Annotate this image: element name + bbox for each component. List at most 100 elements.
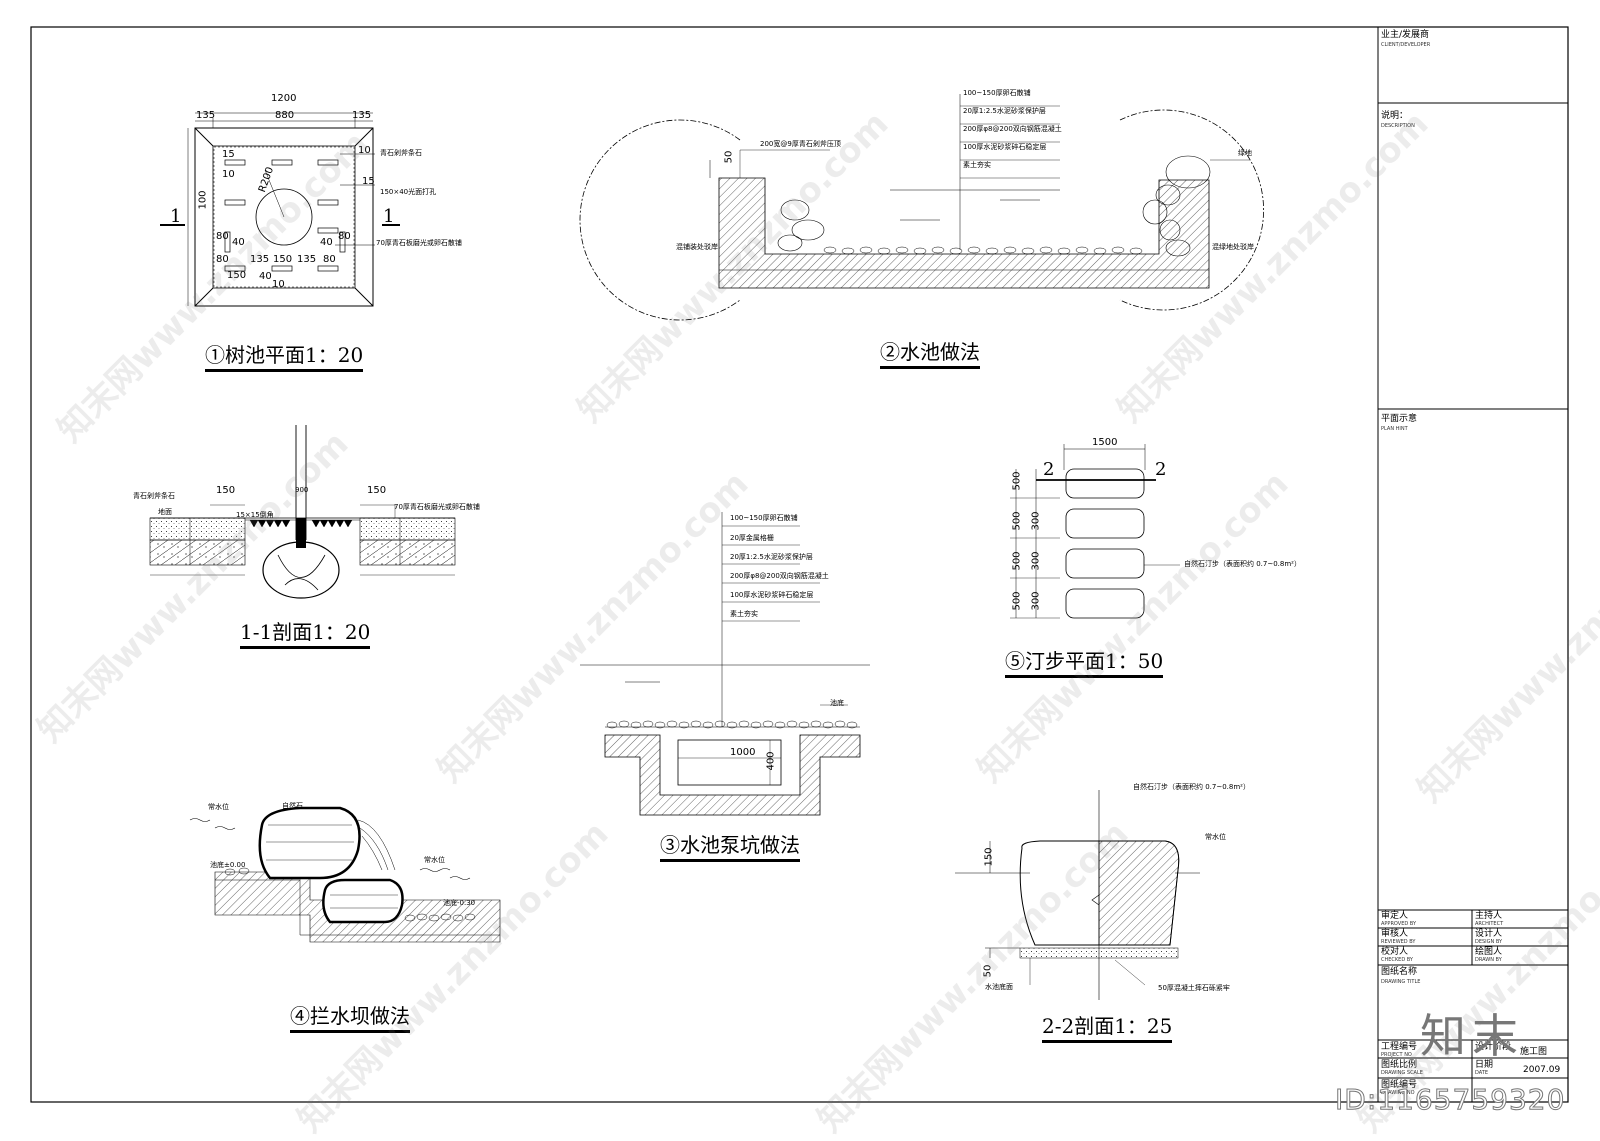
tree-dim-bottom-1: 135 (250, 254, 270, 265)
tb-project-no: 工程编号 (1381, 1042, 1418, 1052)
tree-dim-bottom-4: 80 (323, 254, 336, 265)
tree-dim-right: 135 (352, 110, 372, 121)
tb-scale: 图纸比例 (1381, 1060, 1418, 1070)
tree-dim-150: 150 (227, 270, 247, 281)
step-d300-0: 300 (1030, 511, 1042, 531)
step-d500-0: 500 (1011, 471, 1023, 491)
tree-dim-mid: 880 (275, 110, 295, 121)
tree-dim-bottom-3: 135 (297, 254, 317, 265)
tb-date-val: 2007.09 (1523, 1065, 1561, 1075)
s11-note-3: 70厚青石板磨光或卵石散铺 (394, 503, 480, 511)
title-pool-method: ②水池做法 (880, 342, 980, 369)
dam-bottom-0: 池底±0.00 (210, 861, 246, 869)
s11-dim-3: 150 (367, 485, 387, 496)
step-d500-2: 500 (1011, 551, 1023, 571)
s22-bottom-right: 50厚混凝土摔石砾紧牢 (1158, 984, 1230, 992)
tb-desc: 说明： (1381, 111, 1409, 121)
pump-layer-2: 20厚1:2.5水泥砂浆保护层 (730, 553, 813, 561)
tree-dim-10c: 10 (272, 279, 285, 290)
tree-dim-80b: 80 (338, 231, 351, 242)
pump-layer-0: 100~150厚卵石散铺 (730, 514, 798, 522)
tree-dim-10b: 10 (222, 169, 235, 180)
pool-right-note: 混绿地处驳岸 (1212, 243, 1254, 251)
tb-plan: 平面示意 (1381, 414, 1418, 424)
tb-date: 日期 (1475, 1060, 1494, 1070)
title-stepping-plan: ⑤汀步平面1：50 (1005, 651, 1164, 678)
tb-host-en: ARCHITECT (1475, 921, 1504, 927)
step-width: 1500 (1092, 437, 1118, 448)
pool-grass: 绿地 (1238, 149, 1252, 157)
pump-height: 400 (765, 751, 777, 771)
tree-note-3: 70厚青石板磨光或卵石散铺 (376, 239, 462, 247)
tb-approved: 审定人 (1381, 911, 1409, 921)
tb-proof: 校对人 (1381, 947, 1409, 957)
pool-layer-1: 20厚1:2.5水泥砂浆保护层 (963, 107, 1046, 115)
stepping-plan (1010, 444, 1180, 619)
tree-dim-bottom-0: 80 (216, 254, 229, 265)
tree-note-2: 150×40光面打孔 (380, 188, 437, 196)
pump-width: 1000 (730, 747, 756, 758)
watermark-id: ID:1165759320 (1334, 1083, 1566, 1117)
tb-checked: 审核人 (1381, 929, 1409, 939)
tb-checked-en: REVIEWED BY (1381, 939, 1416, 945)
dam-water-level-right: 常水位 (424, 856, 445, 864)
s11-dim-4: 900 (295, 486, 309, 494)
tb-drawing-no: 图纸编号 (1381, 1080, 1418, 1090)
pool-note-top: 200宽@9厚青石剁斧压顶 (760, 140, 841, 148)
s11-dim-1: 150 (216, 485, 236, 496)
tb-plan-en: PLAN HINT (1381, 426, 1408, 432)
tb-owner: 业主/发展商 (1381, 30, 1430, 40)
section-2-2 (955, 790, 1200, 1000)
pump-layer-4: 100厚水泥砂浆碎石稳定层 (730, 591, 814, 599)
tree-note-1: 青石剁斧条石 (380, 149, 422, 157)
dam-bottom-030: 池底-0.30 (443, 899, 476, 907)
tree-dim-40b: 40 (320, 237, 333, 248)
tree-dim-left: 135 (196, 110, 216, 121)
step-d300-1: 300 (1030, 551, 1042, 571)
s22-bottom-left: 水池底面 (985, 983, 1013, 991)
section-mark-right: 1 (383, 206, 395, 227)
tb-name-en: DRAWING TITLE (1381, 979, 1421, 985)
pool-section (579, 94, 1264, 321)
pool-dim-50: 50 (723, 150, 735, 164)
tb-designer-en: DESIGN BY (1475, 939, 1503, 945)
tree-dim-40a: 40 (232, 237, 245, 248)
tb-owner-en: CLIENT/DEVELOPER (1381, 42, 1431, 48)
tree-dim-15a: 15 (222, 149, 235, 160)
tree-dim-40c: 40 (259, 271, 272, 282)
pump-pit-section (580, 512, 870, 816)
tb-stage: 设计阶段 (1475, 1042, 1512, 1052)
tree-dim-bottom-2: 150 (273, 254, 293, 265)
watermark-logo: 知末 (1420, 1009, 1524, 1063)
pump-layer-1: 20厚金属格栅 (730, 534, 774, 542)
pump-layer-5: 素土夯实 (730, 610, 758, 618)
tb-project-no-en: PROJECT NO (1381, 1052, 1412, 1058)
step-d500-1: 500 (1011, 511, 1023, 531)
title-block-frame (1377, 26, 1569, 1103)
tb-host: 主持人 (1475, 911, 1503, 921)
tb-date-en: DATE (1475, 1070, 1489, 1076)
section-1-1 (149, 425, 456, 599)
tb-drawing-no-en: DRAWING NO (1381, 1090, 1415, 1096)
pool-layer-2: 200厚φ8@200双向钢筋混凝土 (963, 125, 1062, 133)
step-mark-left: 2 (1043, 459, 1055, 480)
step-d300-2: 300 (1030, 591, 1042, 611)
pool-layer-4: 素土夯实 (963, 161, 991, 169)
title-tree-pit-plan: ①树池平面1：20 (205, 345, 364, 372)
pump-layer-3: 200厚φ8@200双向钢筋混凝土 (730, 572, 829, 580)
pump-edge: 池底 (830, 699, 844, 707)
title-section-2-2: 2-2剖面1：25 (1042, 1016, 1173, 1043)
tree-dim-total: 1200 (271, 93, 297, 104)
title-section-1-1: 1-1剖面1：20 (240, 622, 371, 649)
pool-layer-3: 100厚水泥砂浆碎石稳定层 (963, 143, 1047, 151)
tree-dim-100: 100 (197, 190, 209, 210)
tb-stage-val: 施工图 (1520, 1047, 1548, 1057)
tb-drawer: 绘图人 (1475, 947, 1503, 957)
pool-left-note: 混铺装处驳岸 (676, 243, 718, 251)
s11-note-2: 地面 (158, 508, 172, 516)
pool-layer-0: 100~150厚卵石散铺 (963, 89, 1031, 97)
tree-dim-15b: 15 (362, 176, 375, 187)
tb-designer: 设计人 (1475, 929, 1503, 939)
tree-dim-80a: 80 (216, 231, 229, 242)
s22-water: 常水位 (1205, 833, 1226, 841)
